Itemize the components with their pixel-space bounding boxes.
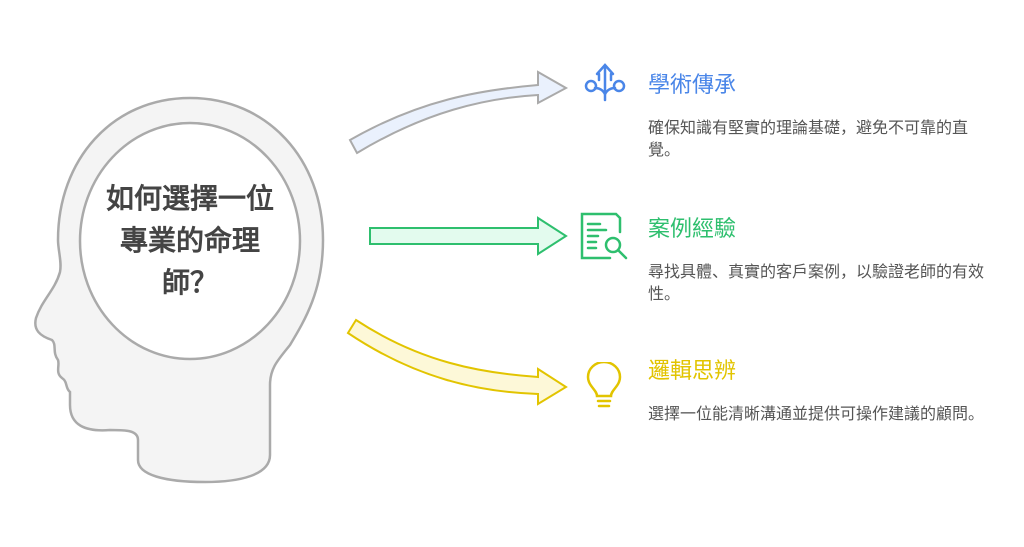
academic-branch-icon xyxy=(584,63,626,102)
arrow-academic xyxy=(348,70,569,155)
arrow-case xyxy=(369,216,568,256)
item-description-academic: 確保知識有堅實的理論基礎，避免不可靠的直覺。 xyxy=(648,118,969,159)
lightbulb-icon xyxy=(586,362,622,408)
thought-circle xyxy=(78,121,302,361)
arrow-logic xyxy=(346,318,568,406)
item-title-academic: 學術傳承 xyxy=(648,73,737,98)
central-question: 如何選擇一位專業的命理師？ xyxy=(105,182,274,299)
item-description-logic: 選擇一位能清晰溝通並提供可操作建議的顧問。 xyxy=(648,404,985,423)
item-title-case: 案例經驗 xyxy=(648,217,737,242)
item-title-logic: 邏輯思辨 xyxy=(648,359,737,384)
document-search-icon xyxy=(580,212,628,260)
item-description-case: 尋找具體、真實的客戶案例，以驗證老師的有效性。 xyxy=(648,262,985,303)
